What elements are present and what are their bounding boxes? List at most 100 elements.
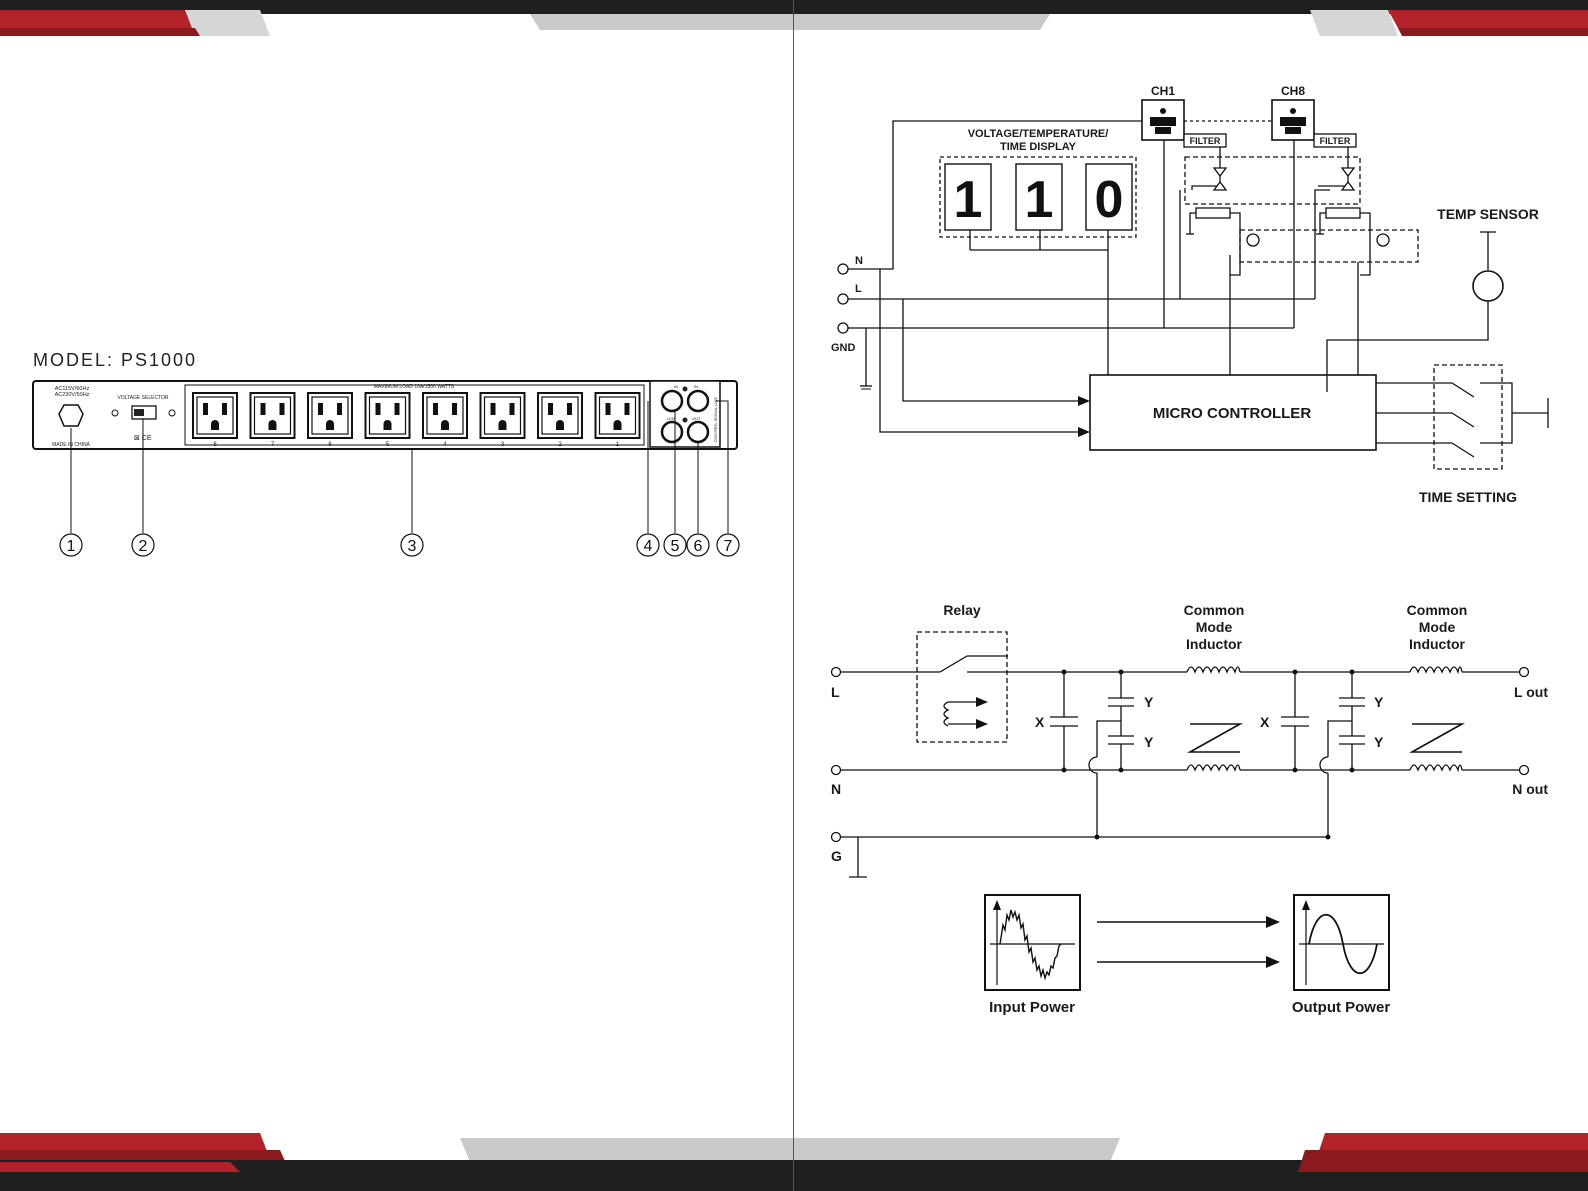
outlet-number: 2 xyxy=(558,442,562,448)
filter-label-1: FILTER xyxy=(1190,136,1221,146)
svg-text:IN: IN xyxy=(694,384,698,389)
x-cap-label-2: X xyxy=(1260,714,1270,730)
page-spine xyxy=(793,0,794,1191)
display-digit: 1 xyxy=(954,171,983,229)
svg-text:1: 1 xyxy=(67,538,76,555)
terminal-n-out-label: N out xyxy=(1512,781,1548,797)
outlet-number: 4 xyxy=(443,442,447,448)
display-title-line-1: VOLTAGE/TEMPERATURE/ xyxy=(968,128,1109,140)
callout-6: 6 xyxy=(686,533,710,557)
time-setting-frame xyxy=(1433,364,1503,470)
outlet-6: 6 xyxy=(307,392,353,448)
in-jack-1 xyxy=(660,389,684,413)
outlet-5: 5 xyxy=(364,392,411,448)
outlet-7: 7 xyxy=(249,392,296,448)
display-digit: 0 xyxy=(1095,171,1124,229)
outlet-2: 2 xyxy=(537,392,583,448)
power-rating-line-1: AC115V/60Hz xyxy=(55,386,90,392)
inductor-2-line-1: Common xyxy=(1407,602,1468,618)
common-mode-inductor-2-top xyxy=(1409,666,1463,675)
noisy-sine-wave xyxy=(999,909,1062,981)
power-rating-line-2: AC230V/50Hz xyxy=(55,392,90,398)
inductor-2-line-3: Inductor xyxy=(1409,636,1466,652)
svg-text:5: 5 xyxy=(671,538,680,555)
svg-text:7: 7 xyxy=(724,538,733,555)
in-jack-2 xyxy=(686,389,710,413)
svg-text:4: 4 xyxy=(644,538,653,555)
block-diagram-labels: CH1 CH8 FILTER FILTER VOLTAGE/TEMPERATUR… xyxy=(831,84,1539,505)
y-cap-label-1a: Y xyxy=(1144,694,1154,710)
terminal-gnd-label: GND xyxy=(831,342,856,354)
outlet-number: 1 xyxy=(616,442,620,448)
universal-outlet-icon xyxy=(1280,108,1306,134)
x-cap-label-1: X xyxy=(1035,714,1045,730)
arrow-right-icon xyxy=(1266,956,1280,968)
right-page-graphics: 110 CH1 CH8 FILTER FILTER VOLTAGE/TEMPER… xyxy=(794,0,1588,1191)
svg-text:OUT: OUT xyxy=(692,416,701,421)
callout-5: 5 xyxy=(663,533,687,557)
terminal-l-label: L xyxy=(855,283,862,295)
universal-outlet-icon xyxy=(1150,108,1176,134)
svg-text:CONTROL SIGNAL LINE: CONTROL SIGNAL LINE xyxy=(713,397,718,442)
svg-text:3: 3 xyxy=(408,538,417,555)
relay-label: Relay xyxy=(943,602,981,618)
callout-7: 7 xyxy=(716,533,740,557)
top-decorative-band-right xyxy=(794,0,1588,36)
callout-4: 4 xyxy=(636,533,660,557)
svg-text:6: 6 xyxy=(694,538,703,555)
inductor-1-line-2: Mode xyxy=(1196,619,1233,635)
terminal-gnd xyxy=(837,322,849,334)
svg-text:LED: LED xyxy=(667,416,675,421)
svg-text:2: 2 xyxy=(139,538,148,555)
display-frame xyxy=(939,156,1137,238)
model-title: MODEL: PS1000 xyxy=(33,350,198,370)
terminal-n xyxy=(837,263,849,275)
terminal-l xyxy=(837,293,849,305)
common-mode-inductor-1-top xyxy=(1186,666,1241,674)
outlet-number: 8 xyxy=(213,442,217,448)
arrow-right-icon xyxy=(1266,916,1280,928)
inductor-1-line-3: Inductor xyxy=(1186,636,1243,652)
micro-controller-block xyxy=(1089,374,1377,451)
outlet-number: 5 xyxy=(386,442,390,448)
y-cap-label-2b: Y xyxy=(1374,734,1384,750)
ch1-label: CH1 xyxy=(1151,84,1175,98)
ch8-label: CH8 xyxy=(1281,84,1305,98)
common-mode-inductor-2-bottom xyxy=(1409,764,1463,773)
terminal-l-out-label: L out xyxy=(1514,684,1548,700)
callout-3: 3 xyxy=(400,533,424,557)
left-page: AC115V/60Hz AC230V/50Hz MADE IN CHINA VO… xyxy=(0,0,794,1191)
power-inlet-icon xyxy=(58,404,84,427)
terminal-n-label: N xyxy=(855,255,863,267)
callout-leaders xyxy=(70,400,729,533)
callout-2: 2 xyxy=(131,533,155,557)
temp-sensor-icon xyxy=(1472,270,1504,302)
voltage-selector-label: VOLTAGE SELECTOR xyxy=(117,395,169,401)
display-title-line-2: TIME DISPLAY xyxy=(1000,141,1077,153)
outlet-number: 7 xyxy=(271,442,275,448)
bottom-decorative-band xyxy=(0,1133,794,1191)
terminal-g-label: G xyxy=(831,848,842,864)
inductor-2-line-2: Mode xyxy=(1419,619,1456,635)
micro-controller-label: MICRO CONTROLLER xyxy=(1153,405,1311,422)
svg-text:IN: IN xyxy=(674,384,678,389)
filter-diagram xyxy=(830,631,1530,878)
input-power-label: Input Power xyxy=(989,999,1075,1016)
y-cap-label-1b: Y xyxy=(1144,734,1154,750)
outlet-3: 3 xyxy=(479,392,526,448)
max-load-label: MAXIMUM LOAD 10A/1500 WATTS xyxy=(374,384,455,390)
temp-sensor-label: TEMP SENSOR xyxy=(1437,206,1539,222)
outlet-1: 1 xyxy=(594,392,641,448)
bottom-decorative-band-right xyxy=(794,1133,1588,1191)
outlet-number: 6 xyxy=(328,442,332,448)
common-mode-inductor-1-bottom xyxy=(1186,764,1241,772)
block-diagram xyxy=(837,99,1549,470)
filter-label-8: FILTER xyxy=(1320,136,1351,146)
y-cap-label-2a: Y xyxy=(1374,694,1384,710)
terminal-n-in-label: N xyxy=(831,781,841,797)
out-jack xyxy=(686,420,710,444)
output-power-label: Output Power xyxy=(1292,999,1390,1016)
filter-diagram-labels: Relay Common Mode Inductor Common Mode I… xyxy=(831,602,1548,864)
top-decorative-band xyxy=(0,0,794,36)
